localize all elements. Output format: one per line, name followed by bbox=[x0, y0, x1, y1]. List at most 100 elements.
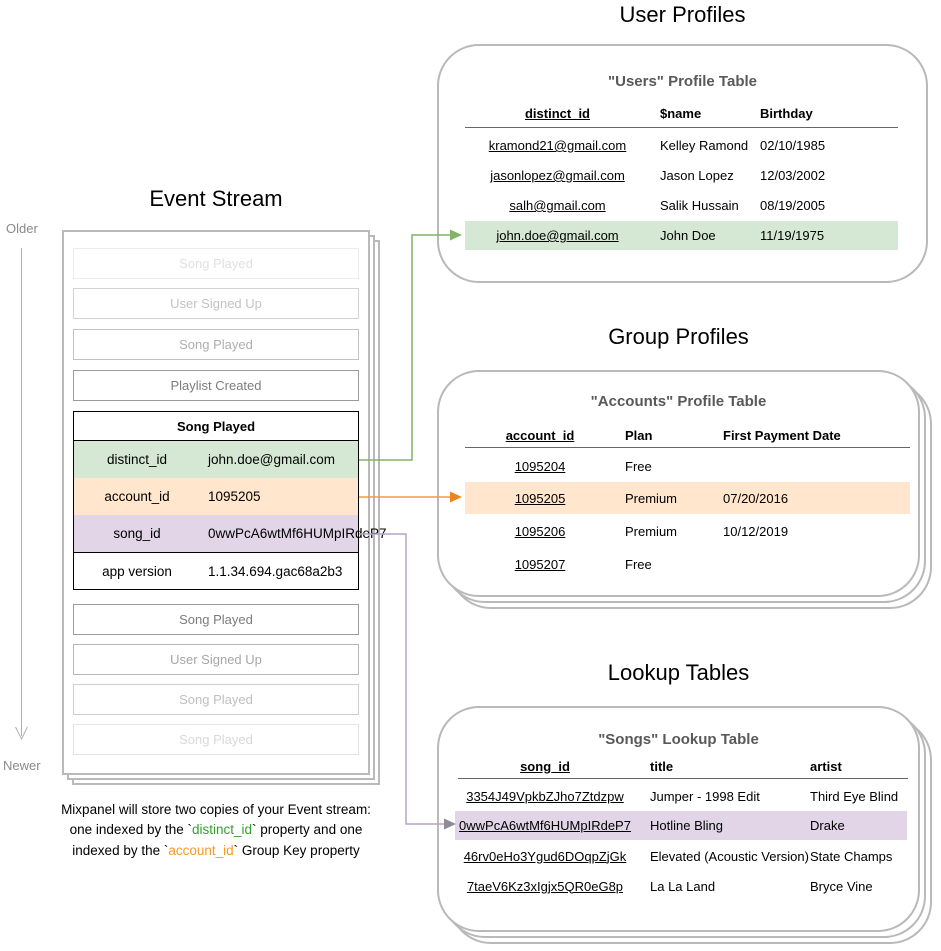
cell-title: Hotline Bling bbox=[650, 818, 723, 833]
cell-plan: Free bbox=[625, 458, 652, 474]
event-row: Song Played bbox=[73, 724, 359, 755]
header-divider bbox=[465, 127, 898, 128]
property-row-distinct-id: distinct_id john.doe@gmail.com bbox=[74, 441, 358, 478]
cell-artist: Drake bbox=[810, 818, 845, 833]
users-table-title: "Users" Profile Table bbox=[608, 73, 757, 90]
cell-name: John Doe bbox=[660, 228, 716, 243]
header-divider bbox=[458, 778, 908, 779]
caption-text: indexed by the ` bbox=[72, 842, 169, 858]
caption-line-2: one indexed by the `distinct_id` propert… bbox=[10, 820, 422, 840]
event-row: Song Played bbox=[73, 684, 359, 715]
timeline-arrowhead-icon bbox=[15, 726, 28, 741]
cell-song-id: 3354J49VpkbZJho7Ztdzpw bbox=[466, 788, 624, 804]
cell-distinct-id: kramond21@gmail.com bbox=[488, 138, 627, 153]
event-stream-title: Event Stream bbox=[149, 186, 283, 211]
property-key: distinct_id bbox=[106, 452, 168, 467]
event-row: Playlist Created bbox=[73, 370, 359, 401]
caption-text: ` Group Key property bbox=[233, 842, 360, 858]
event-label: User Signed Up bbox=[170, 652, 262, 667]
cell-account-id: 1095204 bbox=[514, 458, 566, 474]
property-value: 0wwPcA6wtMf6HUMpIRdeP7 bbox=[208, 526, 387, 541]
property-value: 1.1.34.694.gac68a2b3 bbox=[208, 563, 343, 579]
cell-artist: Third Eye Blind bbox=[810, 788, 899, 804]
cell-artist: State Champs bbox=[810, 848, 893, 864]
cell-birthday: 02/10/1985 bbox=[760, 138, 826, 153]
cell-plan: Premium bbox=[625, 523, 678, 539]
accounts-table-row: 1095206 Premium 10/12/2019 bbox=[465, 515, 910, 547]
songs-table-row: 46rv0eHo3Ygud6DOqpZjGk Elevated (Acousti… bbox=[455, 841, 907, 871]
caption-line-3: indexed by the `account_id` Group Key pr… bbox=[10, 841, 422, 861]
accounts-table-row: 1095204 Free bbox=[465, 450, 910, 482]
songs-table-row-highlighted: 0wwPcA6wtMf6HUMpIRdeP7 Hotline Bling Dra… bbox=[455, 811, 907, 840]
column-header-artist: artist bbox=[810, 758, 842, 774]
accounts-table-row: 1095207 Free bbox=[465, 548, 910, 580]
column-header-song-id: song_id bbox=[520, 758, 570, 774]
column-header-first-payment-date: First Payment Date bbox=[723, 427, 841, 443]
cell-account-id: 1095206 bbox=[514, 523, 566, 539]
cell-name: Jason Lopez bbox=[660, 168, 734, 183]
column-header-title: title bbox=[650, 758, 674, 774]
property-key: song_id bbox=[113, 526, 161, 541]
expanded-event-title-label: Song Played bbox=[176, 418, 256, 434]
column-header-birthday: Birthday bbox=[760, 105, 813, 121]
expanded-event-title: Song Played bbox=[74, 412, 358, 441]
event-label: Song Played bbox=[179, 337, 253, 352]
cell-song-id: 0wwPcA6wtMf6HUMpIRdeP7 bbox=[459, 818, 631, 833]
cell-account-id: 1095205 bbox=[514, 490, 566, 506]
property-value: john.doe@gmail.com bbox=[208, 452, 336, 467]
header-divider bbox=[465, 447, 910, 448]
caption-distinct-id-highlight: distinct_id bbox=[191, 822, 253, 838]
songs-table-row: 7taeV6Kz3xIgjx5QR0eG8p La La Land Bryce … bbox=[455, 871, 907, 901]
caption-text: ` property and one bbox=[252, 822, 363, 838]
cell-song-id: 46rv0eHo3Ygud6DOqpZjGk bbox=[463, 848, 627, 864]
users-table-row: salh@gmail.com Salik Hussain 08/19/2005 bbox=[465, 191, 898, 220]
songs-table-row: 3354J49VpkbZJho7Ztdzpw Jumper - 1998 Edi… bbox=[455, 781, 907, 811]
event-row: User Signed Up bbox=[73, 644, 359, 675]
cell-title: Elevated (Acoustic Version) bbox=[650, 848, 809, 864]
cell-song-id: 7taeV6Kz3xIgjx5QR0eG8p bbox=[466, 878, 624, 894]
users-table-row: kramond21@gmail.com Kelley Ramond 02/10/… bbox=[465, 131, 898, 160]
cell-artist: Bryce Vine bbox=[810, 878, 873, 894]
user-profiles-title: User Profiles bbox=[619, 2, 746, 27]
column-header-name: $name bbox=[660, 105, 702, 121]
cell-title: Jumper - 1998 Edit bbox=[650, 788, 760, 804]
users-table-row-highlighted: john.doe@gmail.com John Doe 11/19/1975 bbox=[465, 221, 898, 250]
accounts-table-row-highlighted: 1095205 Premium 07/20/2016 bbox=[465, 482, 910, 514]
column-header-distinct-id: distinct_id bbox=[524, 105, 590, 121]
event-row: Song Played bbox=[73, 248, 359, 279]
caption-line-1: Mixpanel will store two copies of your E… bbox=[10, 800, 422, 820]
property-row-app-version: app version 1.1.34.694.gac68a2b3 bbox=[74, 552, 358, 589]
newer-label: Newer bbox=[3, 758, 41, 773]
cell-first-payment-date: 07/20/2016 bbox=[723, 490, 789, 506]
cell-birthday: 11/19/1975 bbox=[760, 228, 825, 243]
cell-first-payment-date: 10/12/2019 bbox=[723, 523, 789, 539]
property-key: app version bbox=[102, 563, 172, 579]
caption-account-id-highlight: account_id bbox=[168, 842, 234, 858]
event-row: Song Played bbox=[73, 329, 359, 360]
property-row-account-id: account_id 1095205 bbox=[74, 478, 358, 515]
column-header-account-id: account_id bbox=[505, 427, 575, 443]
property-value: 1095205 bbox=[208, 489, 261, 504]
accounts-table-title: "Accounts" Profile Table bbox=[590, 393, 767, 410]
songs-table-header-row: song_id title artist bbox=[455, 757, 907, 775]
cell-distinct-id: john.doe@gmail.com bbox=[496, 228, 619, 243]
event-label: Song Played bbox=[179, 732, 253, 747]
cell-name: Salik Hussain bbox=[660, 198, 739, 213]
event-row: User Signed Up bbox=[73, 288, 359, 319]
event-label: Song Played bbox=[179, 692, 253, 707]
event-row: Song Played bbox=[73, 604, 359, 635]
users-table-header-row: distinct_id $name Birthday bbox=[465, 103, 898, 123]
cell-plan: Premium bbox=[625, 490, 678, 506]
caption: Mixpanel will store two copies of your E… bbox=[10, 800, 422, 861]
group-profiles-title: Group Profiles bbox=[608, 324, 749, 349]
event-label: Song Played bbox=[179, 612, 253, 627]
older-label: Older bbox=[6, 221, 38, 236]
cell-name: Kelley Ramond bbox=[660, 138, 749, 153]
songs-table-title: "Songs" Lookup Table bbox=[598, 731, 759, 748]
users-table-row: jasonlopez@gmail.com Jason Lopez 12/03/2… bbox=[465, 161, 898, 190]
caption-text: Mixpanel will store two copies of your E… bbox=[61, 802, 371, 817]
lookup-tables-title: Lookup Tables bbox=[607, 660, 750, 685]
event-label: Playlist Created bbox=[170, 378, 262, 393]
cell-birthday: 12/03/2002 bbox=[760, 168, 826, 183]
